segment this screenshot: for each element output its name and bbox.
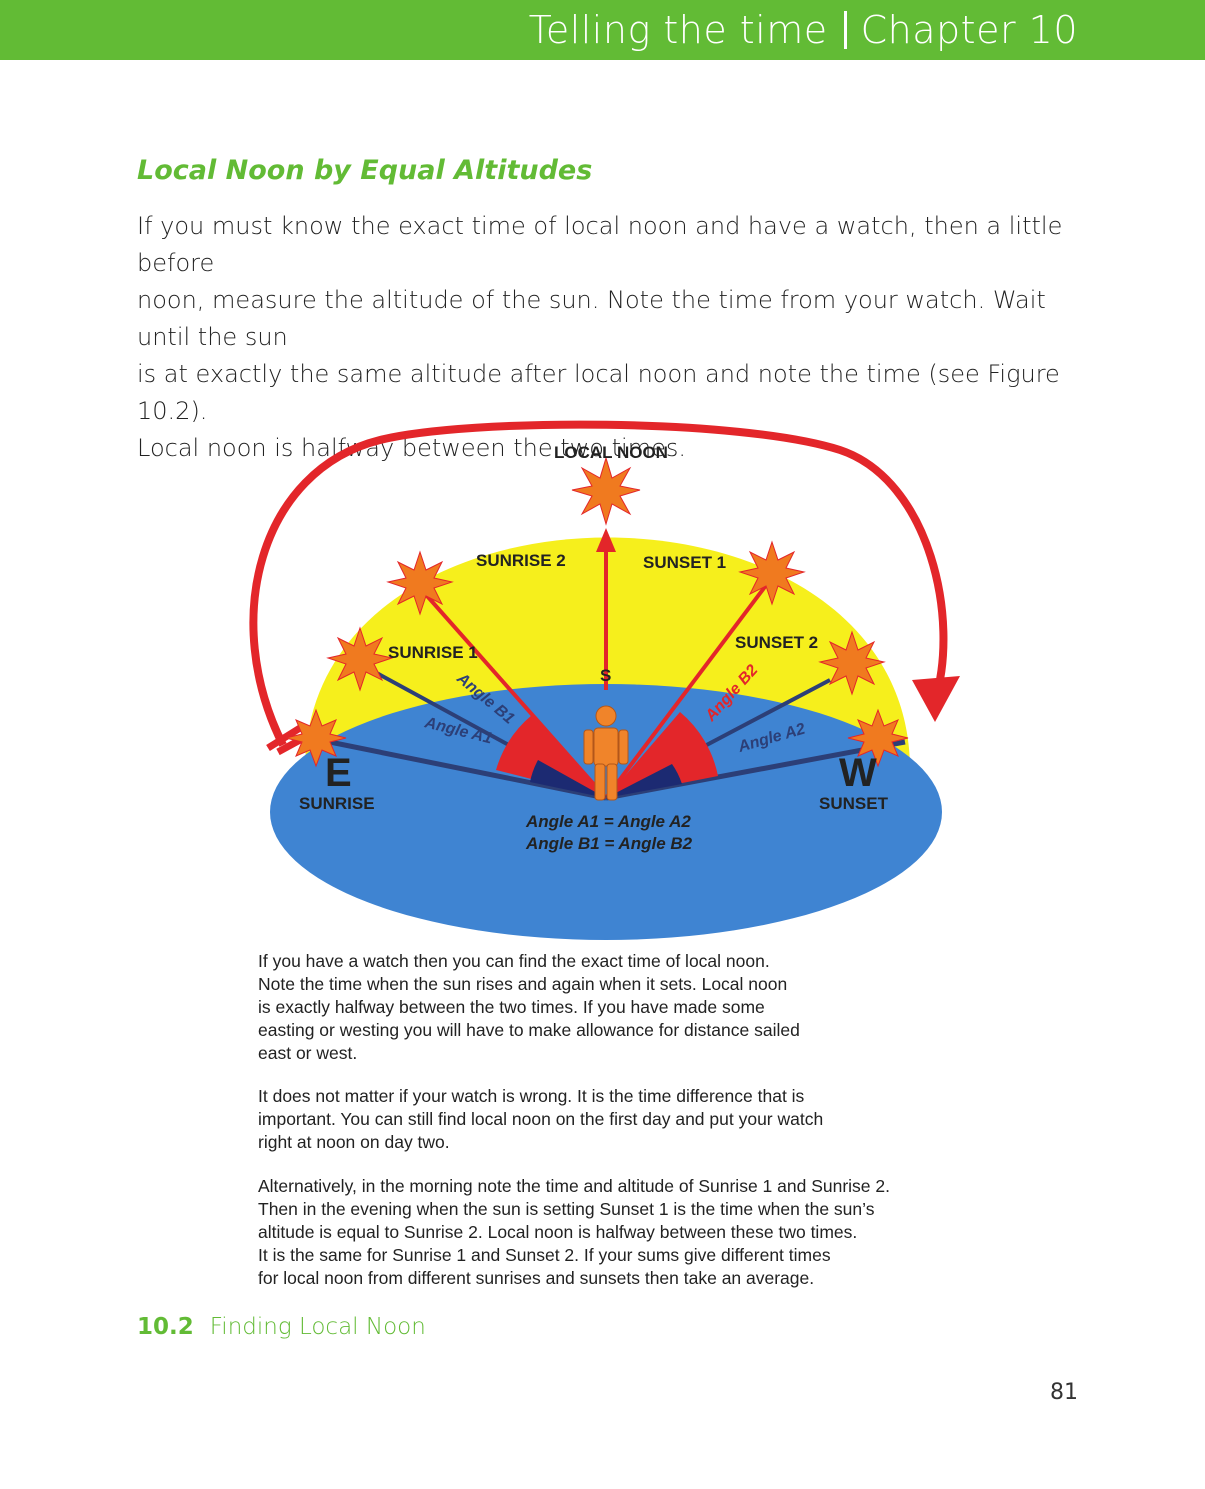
label-equation-a: Angle A1 = Angle A2 (525, 812, 691, 831)
label-sunrise-2: SUNRISE 2 (476, 551, 566, 570)
wedge-angle-b2 (606, 712, 718, 798)
intro-line: Local noon is halfway between the two ti… (137, 434, 686, 462)
label-local-noon: LOCAL NOON (554, 443, 668, 462)
header-divider (843, 11, 847, 49)
sun-icon (847, 708, 909, 768)
label-sunset-1: SUNSET 1 (643, 553, 726, 572)
sun-path-arrowhead (912, 676, 960, 722)
header-section: Telling the time (528, 8, 828, 52)
wedge-angle-a2 (606, 764, 682, 798)
page-number: 81 (1050, 1380, 1078, 1405)
observer-figure (583, 705, 629, 801)
caption-line: Then in the evening when the sun is sett… (258, 1199, 875, 1219)
sun-path-arrow (249, 420, 948, 747)
caption-paragraph: It does not matter if your watch is wron… (258, 1085, 998, 1154)
sun-icon (738, 540, 806, 606)
label-sunset: SUNSET (819, 794, 889, 813)
label-west: W (839, 751, 877, 795)
caption-line: It does not matter if your watch is wron… (258, 1086, 805, 1106)
caption-paragraph: Alternatively, in the morning note the t… (258, 1175, 998, 1290)
running-header: Telling the time Chapter 10 (529, 5, 1078, 55)
caption-line: Note the time when the sun rises and aga… (258, 974, 788, 994)
figure-title: Finding Local Noon (209, 1314, 426, 1340)
figure-label: 10.2 Finding Local Noon (137, 1314, 426, 1340)
header-chapter: Chapter 10 (860, 8, 1078, 52)
intro-line: is at exactly the same altitude after lo… (137, 360, 1060, 425)
label-east: E (325, 751, 352, 795)
caption-line: is exactly halfway between the two times… (258, 997, 765, 1017)
sun-icon (326, 626, 394, 692)
sun-icon (285, 708, 347, 768)
caption-line: right at noon on day two. (258, 1132, 450, 1152)
line-sunrise (309, 735, 607, 801)
ground-ellipse (270, 684, 942, 940)
caption-line: easting or westing you will have to make… (258, 1020, 800, 1040)
caption-line: Alternatively, in the morning note the t… (258, 1176, 890, 1196)
sun-icon (386, 550, 454, 616)
sun-icon (571, 456, 641, 526)
label-sunset-2: SUNSET 2 (735, 633, 818, 652)
wedge-angle-b1 (496, 715, 606, 798)
line-sunset-1 (604, 578, 772, 800)
label-south: S (600, 666, 611, 685)
intro-line: noon, measure the altitude of the sun. N… (137, 286, 1046, 351)
line-sunrise-2 (418, 586, 608, 800)
local-noon-diagram: LOCAL NOON SUNRISE 2 SUNSET 1 SUNRISE 1 … (249, 420, 960, 940)
wedge-angle-a1 (530, 760, 606, 798)
noon-arrowhead (596, 528, 616, 552)
caption-line: altitude is equal to Sunrise 2. Local no… (258, 1222, 858, 1242)
section-title: Local Noon by Equal Altitudes (137, 155, 593, 186)
intro-line: If you must know the exact time of local… (137, 212, 1063, 277)
caption-line: It is the same for Sunrise 1 and Sunset … (258, 1245, 831, 1265)
label-sunrise-1: SUNRISE 1 (388, 643, 478, 662)
caption-paragraph: If you have a watch then you can find th… (258, 950, 998, 1065)
caption-line: for local noon from different sunrises a… (258, 1268, 815, 1288)
caption-line: important. You can still find local noon… (258, 1109, 824, 1129)
caption-line: east or west. (258, 1043, 358, 1063)
sun-icon (818, 630, 886, 696)
label-sunrise: SUNRISE (299, 794, 375, 813)
sun-path-tail (266, 725, 302, 756)
caption-line: If you have a watch then you can find th… (258, 951, 770, 971)
figure-number: 10.2 (137, 1314, 194, 1340)
intro-paragraph: If you must know the exact time of local… (137, 208, 1097, 467)
header-bar (0, 0, 1205, 60)
label-equation-b: Angle B1 = Angle B2 (525, 834, 693, 853)
